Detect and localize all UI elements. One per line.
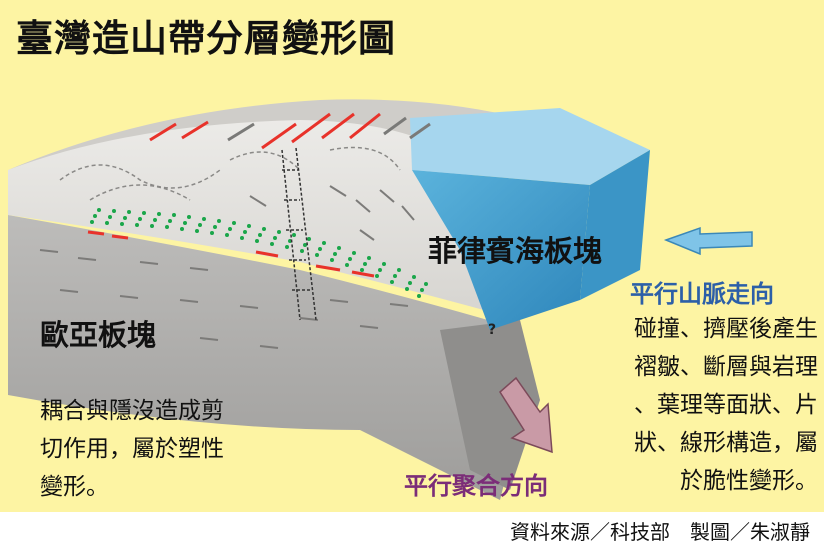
orogen-top-surface: [8, 99, 520, 170]
note-line: 耦合與隱沒造成剪: [40, 398, 224, 424]
foliation-dashes: [39, 185, 415, 349]
note-line: 、葉理等面狀、片: [634, 392, 818, 418]
fold-traces: [59, 146, 401, 201]
question-mark: ?: [488, 322, 497, 338]
brittle-deformation-note: 碰撞、擠壓後產生 褶皺、斷層與岩理 、葉理等面狀、片 狀、線形構造，屬 於脆性變…: [584, 310, 818, 500]
note-line: 切作用，屬於塑性: [40, 436, 224, 462]
ductile-deformation-note: 耦合與隱沒造成剪 切作用，屬於塑性 變形。: [40, 392, 280, 506]
orogen-block-diagram: [8, 99, 753, 500]
strike-direction-label: 平行山脈走向: [630, 280, 774, 308]
strike-direction-arrow: [663, 226, 753, 256]
note-line: 褶皺、斷層與岩理: [634, 354, 818, 380]
fault-ladder: [281, 147, 317, 321]
surface-shear-arrows: [149, 112, 381, 150]
note-line: 於脆性變形。: [680, 468, 818, 494]
deep-shear-arrows: [87, 230, 375, 278]
lower-crust-layer: [8, 215, 520, 500]
note-line: 狀、線形構造，屬: [634, 430, 818, 456]
note-line: 變形。: [40, 474, 109, 500]
convergence-direction-label: 平行聚合方向: [404, 472, 548, 500]
philippine-plate-label: 菲律賓海板塊: [428, 234, 603, 268]
eurasian-plate-label: 歐亞板塊: [40, 318, 157, 352]
upper-crust-layer: [8, 118, 520, 320]
note-line: 碰撞、擠壓後產生: [634, 316, 818, 342]
block-side-face: [440, 320, 540, 490]
surface-fault-marks: [227, 116, 431, 142]
diagram-title: 臺灣造山帶分層變形圖: [16, 17, 396, 60]
philippine-plate-top: [410, 108, 650, 185]
convergence-direction-arrow: [499, 376, 553, 454]
source-credit: 資料來源／科技部 製圖／朱淑靜: [510, 520, 810, 544]
philippine-plate-side: [580, 150, 650, 300]
philippine-plate-front: [412, 170, 590, 330]
